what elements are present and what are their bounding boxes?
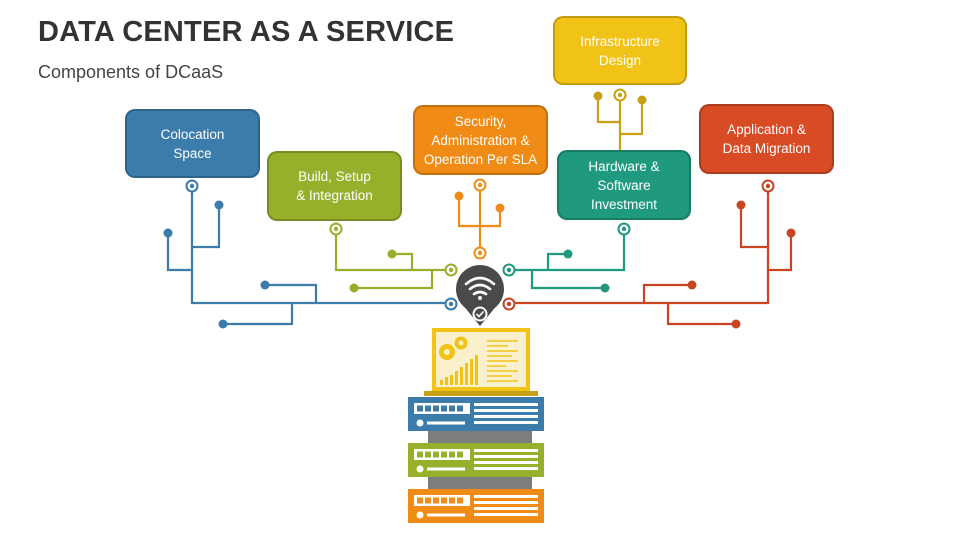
colocation-space-box: Colocation Space xyxy=(125,109,260,178)
laptop xyxy=(424,328,538,396)
hardware-software-box: Hardware & Software Investment xyxy=(557,150,691,220)
server-green xyxy=(408,443,544,477)
bar-chart-icon xyxy=(440,355,478,385)
hub xyxy=(456,265,504,326)
server-blue xyxy=(408,397,544,431)
server-orange xyxy=(408,489,544,523)
page-subtitle: Components of DCaaS xyxy=(38,62,224,82)
build-setup-box: Build, Setup & Integration xyxy=(267,151,402,221)
application-migration-box: Application & Data Migration xyxy=(699,104,834,174)
wifi-icon xyxy=(464,276,496,296)
infrastructure-connector xyxy=(596,95,644,150)
application-connector xyxy=(509,186,793,326)
page-title: DATA CENTER AS A SERVICE xyxy=(38,16,455,48)
colocation-connector xyxy=(166,186,451,326)
security-connector xyxy=(457,185,502,253)
server-stack xyxy=(408,397,544,523)
security-admin-box: Security, Administration & Operation Per… xyxy=(413,105,548,175)
hardware-connector xyxy=(509,229,626,290)
build-connector xyxy=(334,230,451,290)
check-icon xyxy=(472,306,488,322)
infrastructure-design-box: Infrastructure Design xyxy=(553,16,687,85)
